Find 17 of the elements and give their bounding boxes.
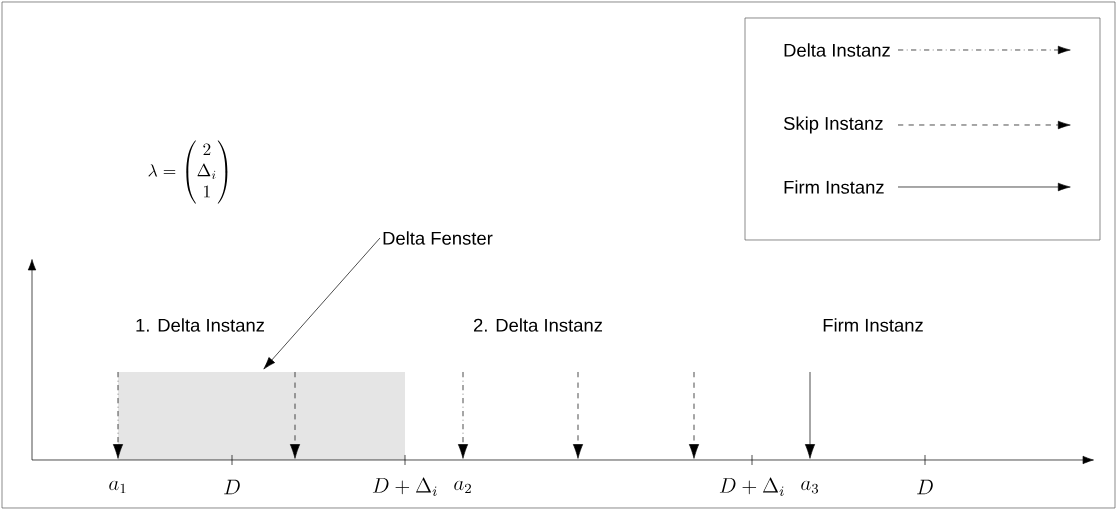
formula: $\lambda=\begin{pmatrix}2\\ \Delta_i\\ 1\end{pmatrix}$ <box>148 140 228 204</box>
legend-text: Firm Instanz <box>784 180 884 194</box>
window-label: Delta Fenster <box>383 231 493 245</box>
axis-label: $a_2$ <box>454 480 471 494</box>
legend-text: Skip Instanz <box>783 116 883 134</box>
instance-label: 1. Delta Instanz <box>136 318 264 332</box>
instance-label: 2. Delta Instanz <box>474 318 602 332</box>
axis-label: $a_3$ <box>801 480 819 494</box>
axis-label: $a_1$ <box>109 480 126 494</box>
shaded-window <box>118 372 405 460</box>
axis-label: $D$ <box>917 479 933 495</box>
leader-arrow <box>263 237 381 370</box>
axis-label: $D$ <box>224 479 240 495</box>
axis-label: $D+\Delta_i$ <box>719 477 784 496</box>
instance-label: Firm Instanz <box>823 318 923 332</box>
legend-text: Delta Instanz <box>784 43 890 57</box>
axis-label: $D+\Delta_i$ <box>372 477 437 496</box>
